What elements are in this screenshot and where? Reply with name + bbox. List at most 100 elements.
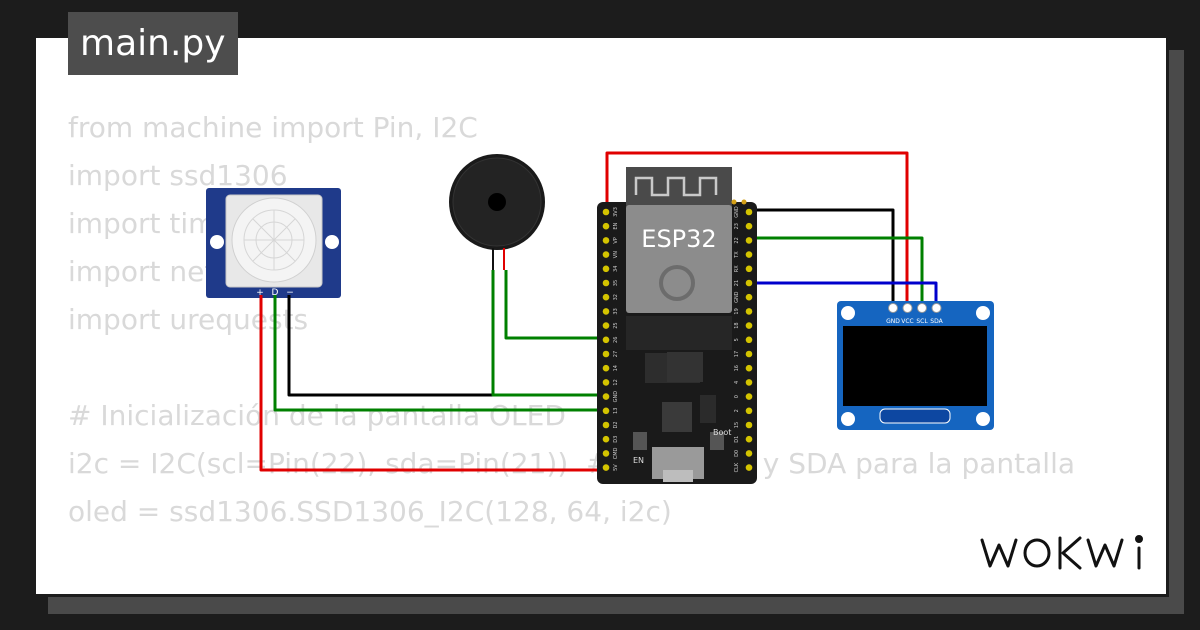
esp32-pin-label: 25 <box>613 322 619 328</box>
esp32-pin-right[interactable] <box>745 265 753 273</box>
code-line: # Inicialización de la pantalla OLED <box>68 399 566 432</box>
esp32-label: ESP32 <box>641 225 716 253</box>
esp32-pin-right[interactable] <box>745 393 753 400</box>
oled-pin-label: SCL <box>916 318 928 325</box>
esp32-pin-label: D0 <box>734 450 740 457</box>
esp32-pin-right[interactable] <box>745 322 753 329</box>
code-line: # Configuración del sensor PIR y buzzer <box>68 584 1075 594</box>
esp32-pin-label: TX <box>734 251 740 259</box>
esp32-pin-left[interactable] <box>602 237 610 244</box>
wire-pir-gnd <box>287 295 607 397</box>
esp32-pin-left[interactable] <box>602 208 610 216</box>
esp32-pin-right[interactable] <box>745 450 753 457</box>
esp32-pin-label: 22 <box>734 237 740 243</box>
esp32-pin-label: 23 <box>734 223 740 229</box>
esp32-pin-left[interactable] <box>602 421 610 429</box>
esp32-pin-label: GND <box>734 291 740 303</box>
buzzer[interactable] <box>449 154 545 270</box>
esp32-pin-right[interactable] <box>745 279 753 287</box>
oled-pin[interactable] <box>888 303 898 313</box>
esp32-pin-left[interactable] <box>602 350 610 358</box>
esp32-pin-label: 13 <box>613 408 619 414</box>
esp32-pin-left[interactable] <box>602 308 610 315</box>
esp32-pin-right[interactable] <box>745 421 753 429</box>
oled-pin-label: SDA <box>930 318 943 325</box>
esp32-pin-label: D1 <box>734 436 740 443</box>
esp32-pin-left[interactable] <box>602 407 610 415</box>
esp32-pin-right[interactable] <box>745 308 753 315</box>
esp32-pin-right[interactable] <box>745 407 753 415</box>
esp32-pin-right[interactable] <box>745 222 753 230</box>
oled-pin[interactable] <box>931 303 942 313</box>
code-line: from machine import Pin, I2C <box>68 111 478 144</box>
esp32-pin-label: 26 <box>613 337 619 343</box>
esp32-pin-left[interactable] <box>602 322 610 329</box>
pir-plus-label: + <box>256 288 264 298</box>
esp32-board[interactable]: ESP32 EN Boot 3V3ENVPVN34353233252627141… <box>597 167 757 484</box>
esp32-pin-label: VP <box>613 237 619 243</box>
esp32-pin-label: 34 <box>613 266 619 272</box>
esp32-pin-left[interactable] <box>602 279 610 287</box>
filename-tab: main.py <box>68 12 238 75</box>
esp32-pin-left[interactable] <box>602 293 610 301</box>
esp32-pin-left[interactable] <box>602 435 610 443</box>
esp32-pin-label: 4 <box>734 381 740 384</box>
esp32-pin-left[interactable] <box>602 450 610 457</box>
pir-sensor[interactable] <box>206 188 341 298</box>
esp32-pin-left[interactable] <box>602 364 610 372</box>
oled-pin[interactable] <box>902 303 913 313</box>
esp32-pin-label: 16 <box>734 365 740 371</box>
esp32-pin-label: D3 <box>613 436 619 443</box>
esp32-pin-left[interactable] <box>602 265 610 273</box>
wire-buzzer-signal <box>504 270 607 340</box>
wire-pir-signal <box>273 295 607 412</box>
pir-minus-label: − <box>286 288 294 298</box>
esp32-pin-label: 2 <box>734 409 740 412</box>
esp32-pin-label: 5 <box>734 338 740 341</box>
wire-buzzer-gnd <box>491 270 607 397</box>
esp32-pin-left[interactable] <box>602 222 610 230</box>
esp32-pin-left[interactable] <box>602 393 610 400</box>
esp32-pin-label: CLK <box>734 462 740 472</box>
boot-button[interactable] <box>710 432 724 450</box>
esp32-pin-label: 32 <box>613 294 619 300</box>
esp32-pin-right[interactable] <box>745 379 753 386</box>
esp32-pin-right[interactable] <box>745 251 753 258</box>
en-label: EN <box>633 456 644 465</box>
code-line: import urequests <box>68 303 309 336</box>
esp32-pin-right[interactable] <box>745 435 753 443</box>
esp32-pin-right[interactable] <box>745 336 753 344</box>
esp32-pin-label: 27 <box>613 351 619 357</box>
pir-d-label: D <box>272 288 279 298</box>
esp32-pin-right[interactable] <box>745 464 753 471</box>
oled-pin[interactable] <box>917 303 927 313</box>
esp32-pin-label: D2 <box>613 421 619 428</box>
esp32-pin-left[interactable] <box>602 251 610 258</box>
esp32-pin-left[interactable] <box>602 379 610 386</box>
esp32-pin-right[interactable] <box>745 364 753 372</box>
esp32-pin-label: 18 <box>734 322 740 328</box>
wire-oled-sda <box>750 281 938 307</box>
esp32-pin-headers: 3V3ENVPVN343532332526271412GND13D2D3CMD5… <box>602 206 753 472</box>
esp32-pin-right[interactable] <box>745 237 753 244</box>
esp32-pin-left[interactable] <box>602 464 610 471</box>
wires <box>259 151 938 472</box>
esp32-pin-right[interactable] <box>745 293 753 301</box>
pir-pin-labels: + D − <box>256 288 294 298</box>
oled-pin-label: VCC <box>901 318 913 325</box>
wire-oled-vcc <box>605 151 909 307</box>
esp32-pin-label: 14 <box>613 365 619 371</box>
esp32-pin-right[interactable] <box>745 350 753 358</box>
code-line: oled = ssd1306.SSD1306_I2C(128, 64, i2c) <box>68 495 672 528</box>
esp32-pin-label: 5V <box>613 464 619 471</box>
code-line: import ssd1306 <box>68 159 288 192</box>
esp32-pin-right[interactable] <box>745 208 753 216</box>
en-button[interactable] <box>633 432 647 450</box>
oled-pin-label: GND <box>886 318 900 325</box>
esp32-pin-left[interactable] <box>602 336 610 344</box>
esp32-pin-label: 21 <box>734 280 740 286</box>
esp32-pin-label: CMD <box>613 447 619 459</box>
